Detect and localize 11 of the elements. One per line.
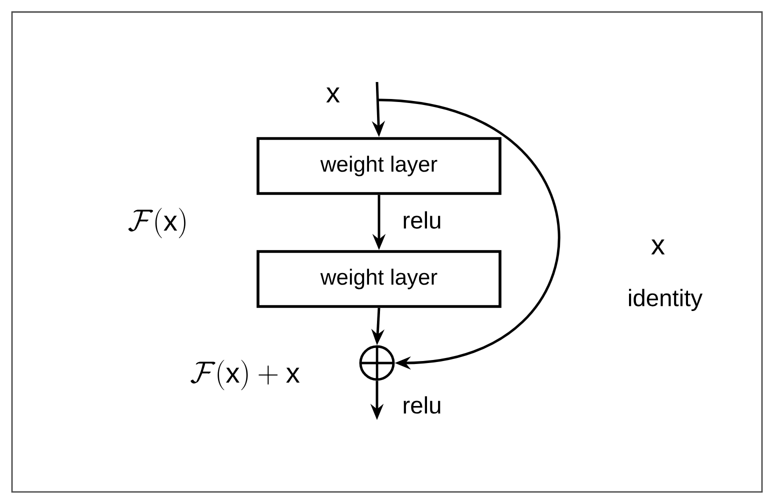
weight-layer-box: weight layer	[256, 137, 502, 195]
edge-label: identity	[626, 287, 704, 313]
math-label: $\mathcal{F}(\mathrm{x})$	[128, 208, 186, 238]
edge-label: relu	[400, 210, 444, 230]
weight-layer-box: weight layer	[256, 250, 502, 308]
math-label: $\mathrm{x}$	[326, 88, 340, 102]
skip-arrow	[376, 98, 560, 370]
math-label: $\mathcal{F}(\mathrm{x}) + \mathrm{x}$	[190, 360, 300, 390]
sum-circle	[359, 345, 395, 381]
math-label: $\mathrm{x}$	[651, 240, 665, 254]
edge-label: relu	[400, 394, 444, 416]
